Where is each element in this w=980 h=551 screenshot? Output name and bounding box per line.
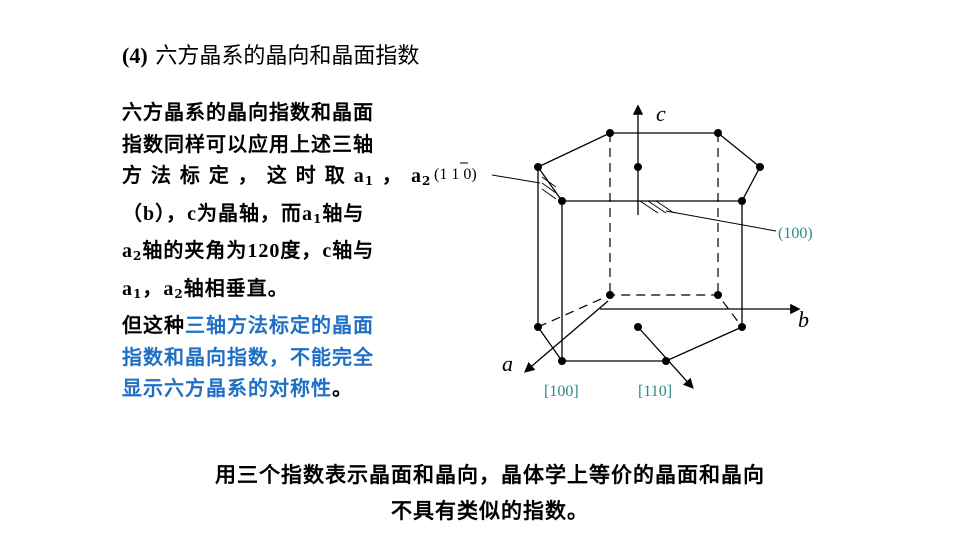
bottom-hexagon-hidden xyxy=(537,294,743,328)
top-hexagon xyxy=(537,132,761,202)
c-axis-label: c xyxy=(656,101,666,126)
para-line-8: 指数和晶向指数，不能完全 xyxy=(122,344,374,369)
leader-100 xyxy=(665,210,777,232)
direction-110-label: [110] xyxy=(638,383,672,400)
direction-110-line xyxy=(637,326,694,389)
bottom-hexagon-front xyxy=(537,326,743,362)
plane-110-hatch xyxy=(541,176,557,200)
para-line-5: a2轴的夹角为120度，c轴与 xyxy=(122,238,375,263)
a-axis xyxy=(524,300,609,373)
para-line-7: 但这种三轴方法标定的晶面 xyxy=(122,313,374,337)
conclusion-line-1: 用三个指数表示晶面和晶向，晶体学上等价的晶面和晶向 xyxy=(215,462,765,487)
explanation-paragraph: 六方晶系的晶向指数和晶面 指数同样可以应用上述三轴 方 法 标 定 ， 这 时 … xyxy=(122,97,434,405)
leader-110 xyxy=(491,174,541,184)
highlight-text: 三轴方法标定的晶面 xyxy=(185,313,374,337)
para-line-6: a1，a2轴相垂直。 xyxy=(122,275,289,301)
plane-100-label: (100) xyxy=(778,225,813,242)
plane-100-hatch xyxy=(639,200,675,214)
slide-title: (4) 六方晶系的晶向和晶面指数 xyxy=(122,38,419,70)
section-number: (4) xyxy=(122,43,148,68)
plane-110-label: (1 1 0) xyxy=(434,166,477,183)
b-axis-label: b xyxy=(798,307,809,332)
conclusion-line-2: 不具有类似的指数。 xyxy=(391,498,589,523)
para-line-2: 指数同样可以应用上述三轴 xyxy=(122,131,374,156)
atom-points xyxy=(534,129,764,365)
direction-100-label: [100] xyxy=(544,383,579,400)
para-line-3: 方 法 标 定 ， 这 时 取 a1 ， a2 xyxy=(122,163,432,188)
section-title-text: 六方晶系的晶向和晶面指数 xyxy=(155,44,420,69)
hexagonal-prism-diagram: c b a xyxy=(434,101,813,400)
para-line-9: 显示六方晶系的对称性。 xyxy=(122,376,353,400)
a-axis-label: a xyxy=(502,351,513,376)
para-line-1: 六方晶系的晶向指数和晶面 xyxy=(122,100,374,124)
para-line-4: （b），c为晶轴，而a1轴与 xyxy=(122,200,365,226)
